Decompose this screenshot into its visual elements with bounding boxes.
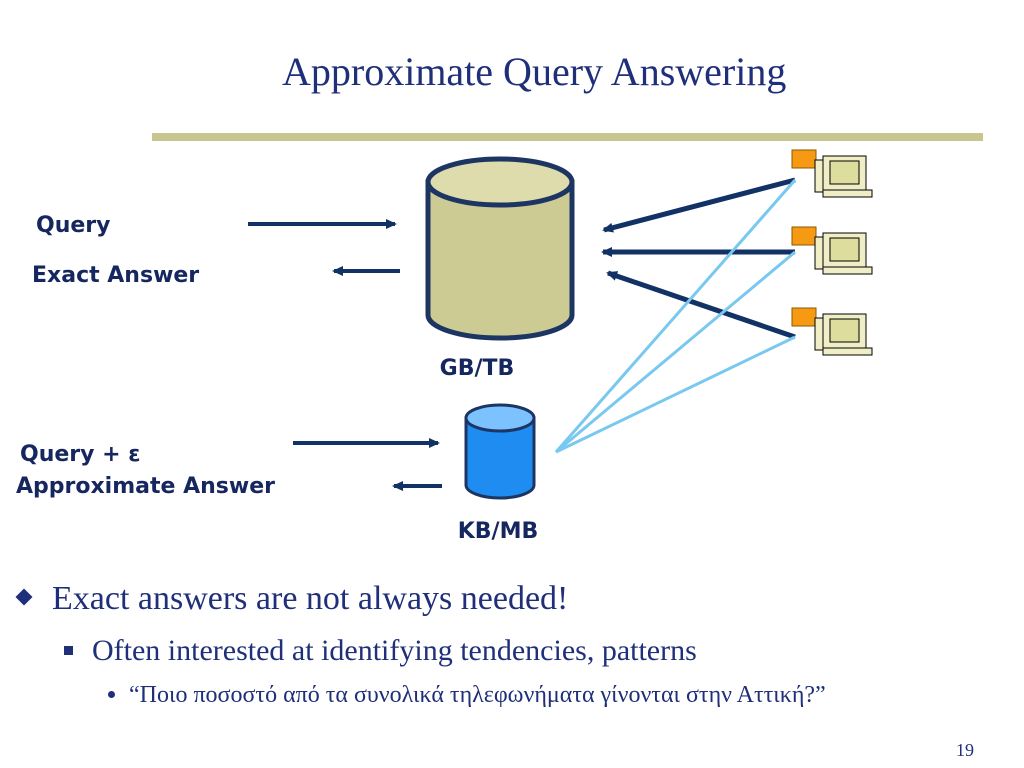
computer-icon bbox=[814, 313, 873, 356]
computer-icon bbox=[814, 155, 873, 198]
approximate-answer-label: Approximate Answer bbox=[16, 474, 275, 499]
page-number: 19 bbox=[956, 740, 974, 760]
client-computer-1 bbox=[791, 149, 873, 198]
client-query-arrows bbox=[601, 177, 796, 340]
client-approx-links bbox=[554, 179, 797, 454]
large-db-label: GB/TB bbox=[440, 356, 515, 381]
client-computer-2 bbox=[791, 226, 873, 275]
sender-icon bbox=[791, 149, 817, 169]
title-divider bbox=[152, 133, 983, 141]
computer-icon bbox=[814, 232, 873, 275]
query-label: Query bbox=[36, 213, 110, 238]
query-epsilon-label: Query + ε bbox=[20, 442, 140, 467]
slide-title: Approximate Query Answering bbox=[282, 49, 787, 94]
sender-icon bbox=[791, 307, 817, 327]
small-database-icon bbox=[464, 403, 536, 500]
client-computer-3 bbox=[791, 307, 873, 356]
sender-icon bbox=[791, 226, 817, 246]
large-database-icon bbox=[425, 156, 575, 341]
small-db-label: KB/MB bbox=[458, 519, 539, 544]
exact-answer-label: Exact Answer bbox=[32, 263, 199, 288]
